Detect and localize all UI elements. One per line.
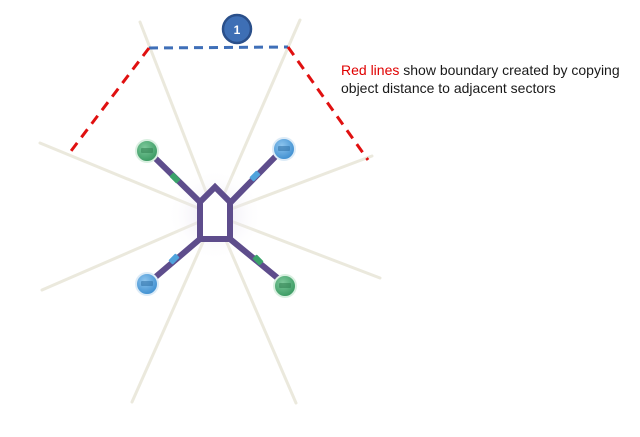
sensor-detail <box>279 283 291 288</box>
badge-circle <box>221 13 253 45</box>
red-boundary-lines <box>66 46 370 161</box>
sensor-nodes <box>135 137 297 298</box>
sensor-node-top-right <box>272 137 296 161</box>
red-boundary-left <box>66 47 151 156</box>
sensor-detail <box>278 146 290 151</box>
connector-icon <box>168 253 180 265</box>
sensor-node-bottom-left <box>135 272 159 296</box>
sensor-node-bottom-right <box>273 274 297 298</box>
caption-text: Red lines show boundary created by copyi… <box>341 61 631 97</box>
red-boundary-right <box>286 46 370 161</box>
blue-boundary-line <box>148 45 289 50</box>
caption-highlight: Red lines <box>341 62 400 78</box>
badge-label: 1 <box>234 23 241 37</box>
connectors <box>168 170 264 266</box>
sector-badge: 1 <box>221 13 253 45</box>
sector-lines <box>38 18 382 405</box>
sensor-detail <box>141 281 153 286</box>
connector-icon <box>252 254 264 266</box>
connector-icon <box>249 170 261 182</box>
connector-icon <box>169 172 181 184</box>
sensor-node-top-left <box>135 139 159 163</box>
sensor-detail <box>141 148 153 153</box>
pentagon-hub-icon <box>197 182 233 242</box>
caption-rest: show boundary created by copying object … <box>341 62 620 96</box>
